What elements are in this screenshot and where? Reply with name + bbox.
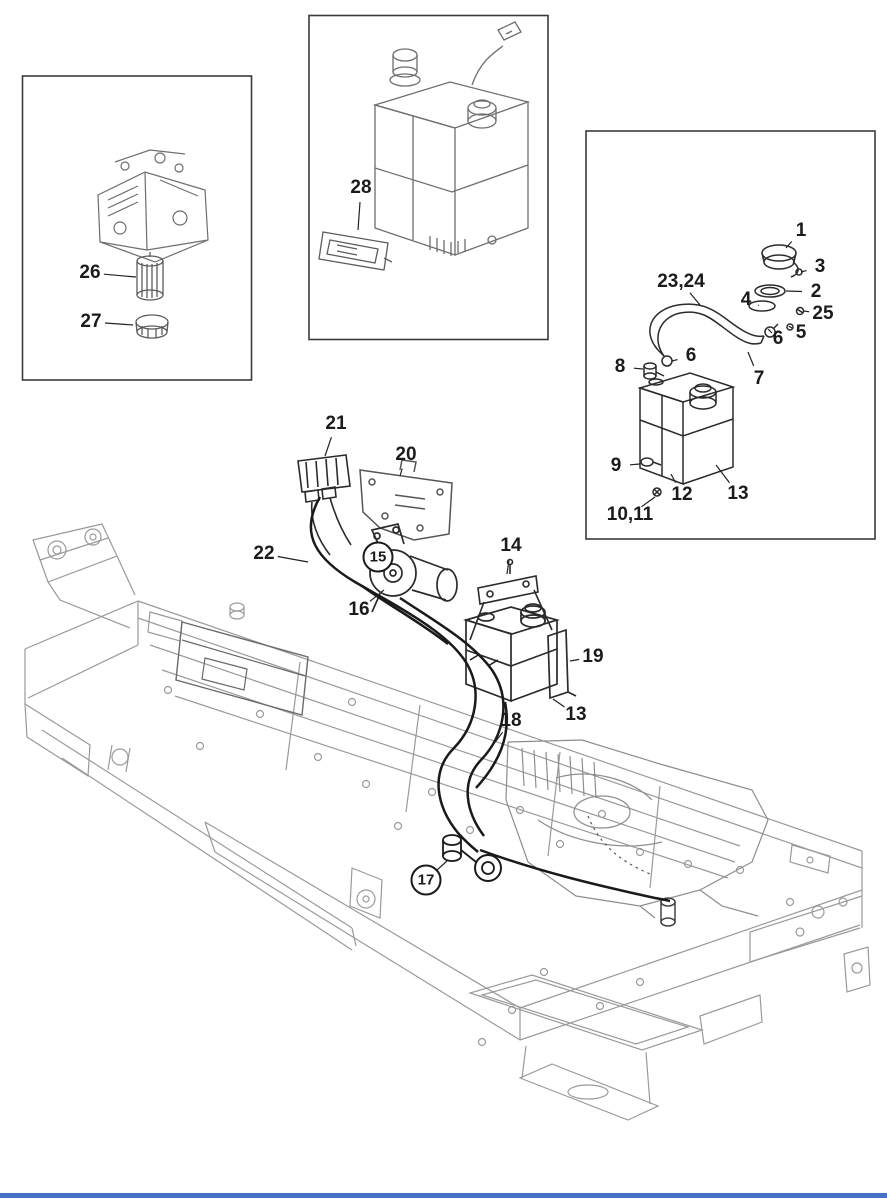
inline-filter [474, 854, 502, 882]
fuel-filter [136, 252, 164, 301]
leader-line-14-22 [506, 559, 510, 575]
engine-sketch [97, 149, 209, 263]
leader-line-13-25 [552, 698, 565, 708]
leader-line-13-16 [715, 464, 730, 484]
chassis-frame [24, 523, 871, 1121]
controller-part-21 [297, 454, 352, 556]
tank-strap-part-19 [547, 628, 577, 700]
tank-inset-frame [308, 14, 549, 341]
leader-line-8-12 [633, 367, 644, 370]
leader-line-28-2 [357, 201, 361, 231]
chassis-holes [163, 685, 795, 1047]
leader-line-25-8 [803, 310, 810, 313]
leader-line-3-4 [800, 270, 807, 273]
leader-line-20-19 [399, 468, 403, 477]
leader-line-1-3 [785, 241, 793, 249]
leader-line-23-24-6 [689, 292, 701, 306]
mount-plate-part-20 [359, 459, 453, 541]
leader-line-19-24 [569, 658, 580, 662]
tank-assembly-sketch [637, 244, 805, 497]
leader-line-27-1 [104, 322, 134, 326]
leader-line-16-23 [369, 589, 385, 602]
leader-line-22-20 [277, 555, 309, 563]
leader-line-6-10 [767, 328, 773, 334]
leader-line-17-27 [435, 860, 448, 872]
leader-line-10-11-17 [641, 496, 656, 508]
tank-tray-part-28 [318, 231, 393, 271]
assembly-inset-frame [585, 130, 876, 540]
engine-inset-frame [21, 75, 253, 381]
inset-frames [21, 14, 876, 540]
leader-line-2-5 [785, 290, 803, 293]
hose-bundle [309, 496, 671, 903]
filter-cap [135, 314, 169, 339]
leader-line-9-14 [629, 463, 641, 466]
fuel-tank-inset-sketch [372, 21, 531, 256]
leader-line-7-13 [747, 351, 755, 367]
engine-assembly [505, 739, 769, 927]
leader-line-5-9 [788, 325, 793, 329]
drain-fitting-part-17 [442, 834, 502, 882]
drain-tube [660, 897, 676, 927]
leader-line-12-15 [670, 473, 677, 483]
leader-line-6-11 [671, 359, 678, 362]
leader-line-18-26 [492, 731, 504, 746]
page-bottom-accent [0, 1193, 887, 1198]
leader-line-26-0 [103, 273, 137, 278]
leader-line-21-18 [324, 437, 332, 457]
